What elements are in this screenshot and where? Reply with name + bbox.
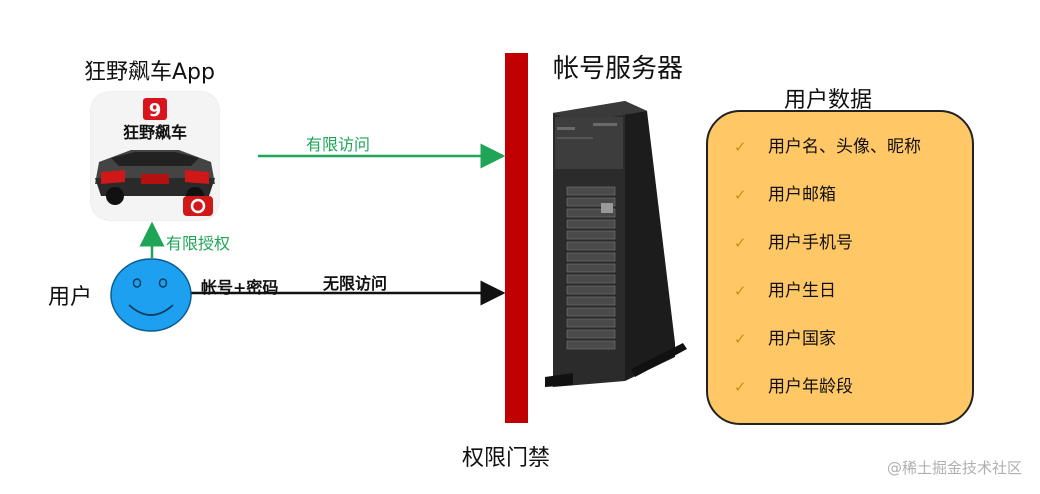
list-item: ✓ 用户生日: [734, 276, 836, 301]
limited-auth-label: 有限授权: [166, 234, 231, 253]
app-icon: 9 狂野飙车: [91, 92, 219, 220]
checkmark-icon: ✓: [734, 330, 747, 348]
server-icon: [545, 101, 687, 387]
data-item-label: 用户国家: [768, 329, 836, 349]
watermark: @稀土掘金技术社区: [886, 459, 1022, 477]
user-label: 用户: [48, 285, 93, 310]
data-item-label: 用户年龄段: [768, 377, 853, 397]
checkmark-icon: ✓: [734, 186, 747, 204]
smiley-face-icon: [110, 258, 192, 332]
list-item: ✓ 用户名、头像、昵称: [734, 132, 921, 157]
data-item-label: 用户邮箱: [768, 185, 836, 205]
list-item: ✓ 用户国家: [734, 324, 836, 349]
data-item-label: 用户名、头像、昵称: [768, 137, 921, 157]
list-item: ✓ 用户邮箱: [734, 180, 836, 205]
race-car-icon: 9 狂野飙车: [91, 92, 219, 220]
checkmark-icon: ✓: [734, 378, 747, 396]
list-item: ✓ 用户年龄段: [734, 372, 853, 397]
app-title: 狂野飙车App: [84, 60, 215, 85]
icon-badge: 9: [149, 100, 162, 121]
user-data-title: 用户数据: [784, 88, 873, 113]
user-data-box: ✓ 用户名、头像、昵称 ✓ 用户邮箱 ✓ 用户手机号 ✓ 用户生日 ✓ 用户国家 ✓ 用户年…: [706, 110, 974, 425]
data-item-label: 用户手机号: [768, 233, 853, 253]
limited-access-label: 有限访问: [306, 135, 371, 154]
unlimited-access-label: 无限访问: [323, 274, 388, 293]
permission-barrier: [505, 53, 528, 423]
list-item: ✓ 用户手机号: [734, 228, 853, 253]
checkmark-icon: ✓: [734, 138, 747, 156]
checkmark-icon: ✓: [734, 234, 747, 252]
server-label: 帐号服务器: [553, 54, 684, 84]
icon-text: 狂野飙车: [123, 123, 187, 142]
checkmark-icon: ✓: [734, 282, 747, 300]
credentials-label: 帐号+密码: [201, 278, 279, 297]
barrier-label: 权限门禁: [462, 446, 551, 471]
data-item-label: 用户生日: [768, 281, 836, 301]
